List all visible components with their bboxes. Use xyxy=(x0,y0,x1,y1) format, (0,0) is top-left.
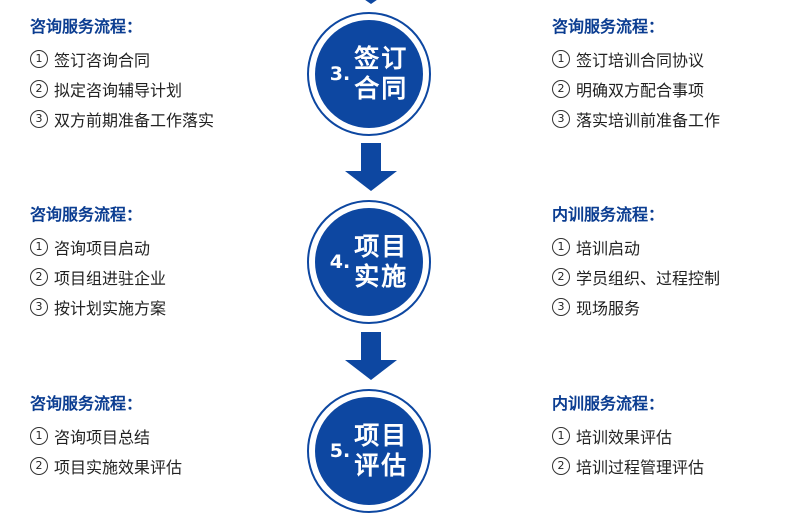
stage-3-badge: 3. 签订 合同 xyxy=(315,20,423,128)
step-text: 落实培训前准备工作 xyxy=(576,111,721,130)
list-item: 1 签订培训合同协议 xyxy=(552,44,812,74)
list-item: 1 咨询项目总结 xyxy=(30,421,290,451)
step-list: 1 咨询项目启动 2 项目组进驻企业 3 按计划实施方案 xyxy=(30,232,290,322)
list-item: 3 落实培训前准备工作 xyxy=(552,104,812,134)
stage-label-line1: 签订 xyxy=(354,44,409,73)
panel-title: 咨询服务流程： xyxy=(30,394,143,413)
panel-title: 咨询服务流程： xyxy=(30,17,143,36)
arrow-shaft xyxy=(361,143,381,171)
stage-4-right-panel: 内训服务流程： 1 培训启动 2 学员组织、过程控制 3 现场服务 xyxy=(552,204,812,322)
stage-label: 项目 评估 xyxy=(354,421,408,481)
circled-number: 2 xyxy=(30,80,48,98)
panel-title: 内训服务流程： xyxy=(552,394,665,413)
step-text: 学员组织、过程控制 xyxy=(576,269,721,288)
stage-number: 3. xyxy=(329,63,351,85)
step-text: 拟定咨询辅导计划 xyxy=(54,81,183,100)
list-item: 1 签订咨询合同 xyxy=(30,44,290,74)
panel-title: 内训服务流程： xyxy=(552,205,665,224)
list-item: 3 双方前期准备工作落实 xyxy=(30,104,290,134)
step-text: 明确双方配合事项 xyxy=(576,81,705,100)
list-item: 1 咨询项目启动 xyxy=(30,232,290,262)
step-text: 培训启动 xyxy=(576,239,641,258)
stage-4-left-panel: 咨询服务流程： 1 咨询项目启动 2 项目组进驻企业 3 按计划实施方案 xyxy=(30,204,290,322)
stage-number: 4. xyxy=(329,251,351,273)
circled-number: 1 xyxy=(30,238,48,256)
stage-5-badge: 5. 项目 评估 xyxy=(315,397,423,505)
stage-label: 项目 实施 xyxy=(354,232,408,292)
step-text: 咨询项目总结 xyxy=(54,428,151,447)
step-text: 签订培训合同协议 xyxy=(576,51,705,70)
stage-label: 签订 合同 xyxy=(354,44,408,104)
stage-4-badge: 4. 项目 实施 xyxy=(315,208,423,316)
step-list: 1 咨询项目总结 2 项目实施效果评估 xyxy=(30,421,290,481)
circled-number: 2 xyxy=(552,457,570,475)
step-text: 项目组进驻企业 xyxy=(54,269,167,288)
step-text: 签订咨询合同 xyxy=(54,51,151,70)
stage-label-line2: 实施 xyxy=(354,262,409,291)
circled-number: 2 xyxy=(30,457,48,475)
list-item: 2 项目实施效果评估 xyxy=(30,451,290,481)
step-text: 现场服务 xyxy=(576,299,641,318)
circled-number: 1 xyxy=(30,50,48,68)
step-list: 1 签订咨询合同 2 拟定咨询辅导计划 3 双方前期准备工作落实 xyxy=(30,44,290,134)
step-list: 1 培训效果评估 2 培训过程管理评估 xyxy=(552,421,812,481)
circled-number: 1 xyxy=(552,50,570,68)
list-item: 1 培训启动 xyxy=(552,232,812,262)
stage-5-circle: 5. 项目 评估 xyxy=(307,389,431,513)
list-item: 2 学员组织、过程控制 xyxy=(552,262,812,292)
circled-number: 2 xyxy=(552,80,570,98)
stage-label-line1: 项目 xyxy=(354,232,409,261)
list-item: 2 项目组进驻企业 xyxy=(30,262,290,292)
circled-number: 3 xyxy=(552,298,570,316)
list-item: 3 现场服务 xyxy=(552,292,812,322)
list-item: 2 培训过程管理评估 xyxy=(552,451,812,481)
stage-3-left-panel: 咨询服务流程： 1 签订咨询合同 2 拟定咨询辅导计划 3 双方前期准备工作落实 xyxy=(30,16,290,134)
stage-3-right-panel: 咨询服务流程： 1 签订培训合同协议 2 明确双方配合事项 3 落实培训前准备工作 xyxy=(552,16,812,134)
stage-4-circle: 4. 项目 实施 xyxy=(307,200,431,324)
stage-5-left-panel: 咨询服务流程： 1 咨询项目总结 2 项目实施效果评估 xyxy=(30,393,290,481)
stage-label-line1: 项目 xyxy=(354,421,409,450)
step-text: 咨询项目启动 xyxy=(54,239,151,258)
stage-number: 5. xyxy=(329,440,351,462)
step-list: 1 培训启动 2 学员组织、过程控制 3 现场服务 xyxy=(552,232,812,322)
list-item: 2 明确双方配合事项 xyxy=(552,74,812,104)
circled-number: 1 xyxy=(552,427,570,445)
step-text: 项目实施效果评估 xyxy=(54,458,183,477)
list-item: 3 按计划实施方案 xyxy=(30,292,290,322)
stage-label-line2: 合同 xyxy=(354,74,409,103)
step-list: 1 签订培训合同协议 2 明确双方配合事项 3 落实培训前准备工作 xyxy=(552,44,812,134)
circled-number: 1 xyxy=(30,427,48,445)
circled-number: 3 xyxy=(30,298,48,316)
step-text: 培训过程管理评估 xyxy=(576,458,705,477)
circled-number: 3 xyxy=(552,110,570,128)
circled-number: 3 xyxy=(30,110,48,128)
step-text: 双方前期准备工作落实 xyxy=(54,111,215,130)
stage-5-right-panel: 内训服务流程： 1 培训效果评估 2 培训过程管理评估 xyxy=(552,393,812,481)
arrow-head xyxy=(345,171,397,191)
circled-number: 1 xyxy=(552,238,570,256)
list-item: 2 拟定咨询辅导计划 xyxy=(30,74,290,104)
panel-title: 咨询服务流程： xyxy=(30,205,143,224)
list-item: 1 培训效果评估 xyxy=(552,421,812,451)
stage-3-circle: 3. 签订 合同 xyxy=(307,12,431,136)
step-text: 按计划实施方案 xyxy=(54,299,167,318)
arrow-head xyxy=(345,360,397,380)
panel-title: 咨询服务流程： xyxy=(552,17,665,36)
arrow-shaft xyxy=(361,332,381,360)
step-text: 培训效果评估 xyxy=(576,428,673,447)
flow-arrow-top xyxy=(345,0,397,4)
stage-label-line2: 评估 xyxy=(354,451,409,480)
flow-arrow-3-to-4 xyxy=(345,143,397,191)
circled-number: 2 xyxy=(552,268,570,286)
circled-number: 2 xyxy=(30,268,48,286)
flow-arrow-4-to-5 xyxy=(345,332,397,380)
